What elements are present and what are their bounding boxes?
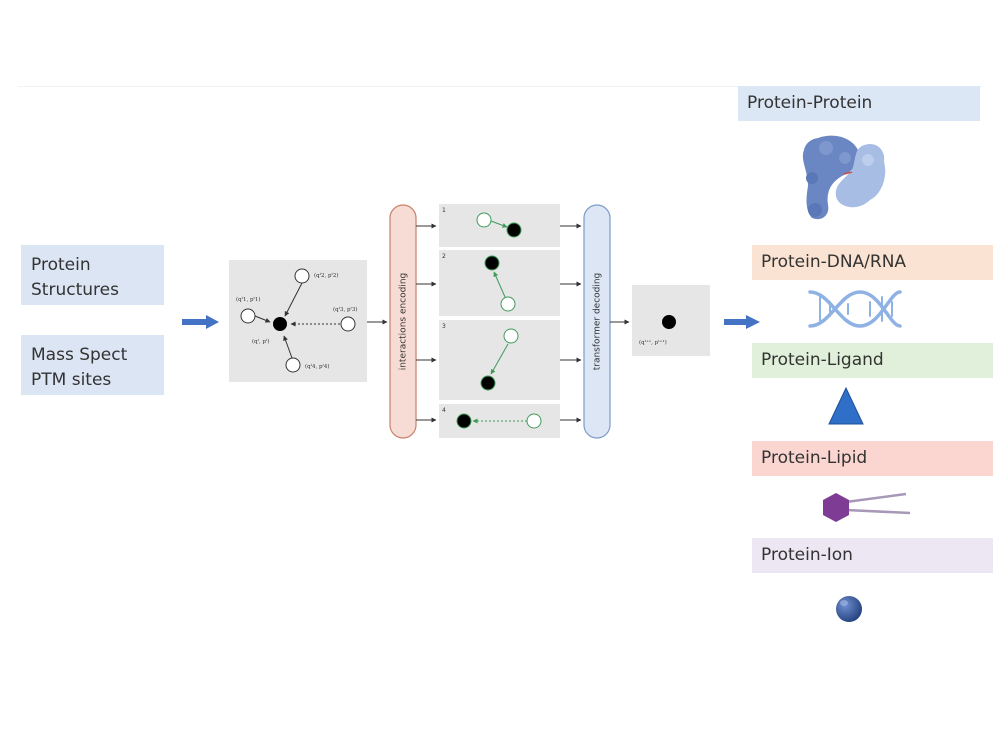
input-protein-structures: Protein Structures [21, 245, 164, 305]
neighbor-node-4 [285, 357, 301, 373]
interaction-protein-ion: Protein-Ion [752, 538, 993, 573]
interaction-protein-dna-rna: Protein-DNA/RNA [752, 245, 993, 280]
interaction-protein-lipid: Protein-Lipid [752, 441, 993, 476]
neighbor-node-2-label: (qᵗ2, pᵗ2) [314, 272, 339, 279]
output-node [662, 315, 676, 329]
ion-sphere-icon [836, 596, 862, 622]
neighbor-node-4-label: (qᵗ4, pᵗ4) [305, 363, 330, 370]
ligand-triangle-icon [828, 386, 864, 425]
input-mass-spect-ptm: Mass Spect PTM sites [21, 335, 164, 395]
interaction-panel-3: 3 [439, 320, 560, 400]
panel-index: 3 [442, 323, 446, 330]
output-label: (qᵗ⁺¹, pᵗ⁺¹) [639, 339, 667, 346]
interaction-panel-1: 1 [439, 204, 560, 247]
decoder-label: transformer decoding [593, 273, 603, 371]
interaction-protein-ligand: Protein-Ligand [752, 343, 993, 378]
interaction-panel-2: 2 [439, 250, 560, 316]
neighbor-node-1-label: (qᵗ1, pᵗ1) [236, 296, 261, 303]
center-node-label: (qᵗ, pᵗ) [252, 338, 270, 345]
panel-index: 4 [442, 407, 446, 414]
top-divider [18, 86, 982, 87]
neighbor-node-2 [294, 268, 310, 284]
lipid-icon [823, 492, 911, 522]
graph-panel: (qᵗ, pᵗ) (qᵗ1, pᵗ1) (qᵗ2, pᵗ2) (qᵗ3, pᵗ3… [229, 260, 367, 382]
center-node [273, 317, 287, 331]
panel-index: 2 [442, 253, 446, 260]
protein-complex-icon [802, 135, 886, 220]
transformer-decoding-block: transformer decoding [583, 204, 611, 439]
neighbor-node-3 [340, 316, 356, 332]
interaction-panel-4: 4 [439, 404, 560, 438]
output-arrow [724, 315, 760, 329]
output-panel: (qᵗ⁺¹, pᵗ⁺¹) [632, 285, 710, 356]
interactions-encoding-block: interactions encoding [389, 204, 417, 439]
panel-index: 1 [442, 207, 446, 214]
dna-helix-icon [808, 290, 902, 328]
interaction-protein-protein: Protein-Protein [738, 86, 980, 121]
neighbor-node-1 [240, 308, 256, 324]
neighbor-node-3-label: (qᵗ3, pᵗ3) [333, 306, 358, 313]
encoder-label: interactions encoding [399, 273, 409, 371]
input-arrow [182, 315, 219, 329]
